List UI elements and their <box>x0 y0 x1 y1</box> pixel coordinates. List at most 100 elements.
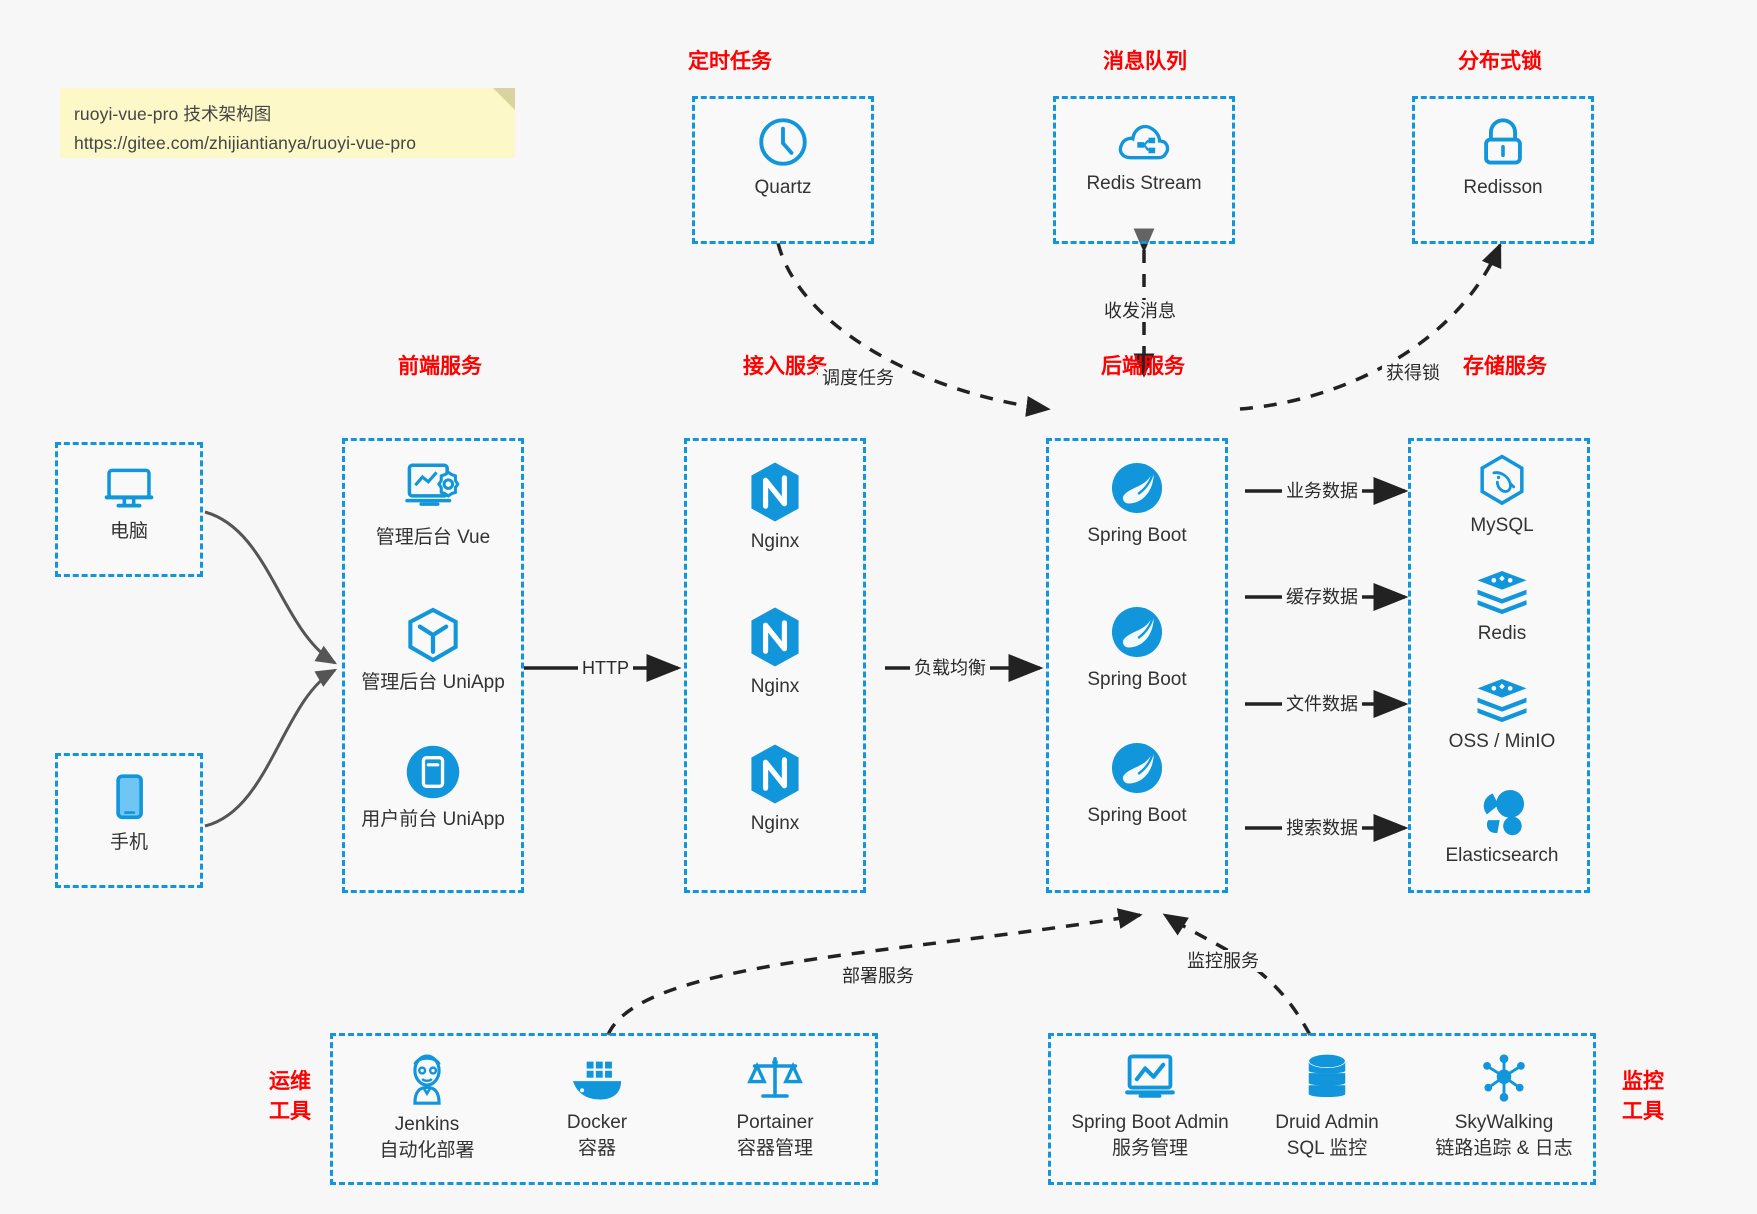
node-sublabel: SQL 监控 <box>1286 1138 1368 1159</box>
node-nginx-2[interactable]: Nginx <box>687 604 863 700</box>
node-docker[interactable]: Docker 容器 <box>517 1054 677 1162</box>
edge-label-cache-data: 缓存数据 <box>1282 586 1362 608</box>
app-window-icon <box>406 745 460 799</box>
nginx-icon <box>751 462 799 522</box>
monitoring-title-line-1: 监控 <box>1622 1069 1664 1093</box>
node-label: Druid Admin <box>1275 1112 1379 1133</box>
node-nginx-3[interactable]: Nginx <box>687 741 863 837</box>
node-sublabel: 容器 <box>577 1138 616 1159</box>
edge-label-file-data: 文件数据 <box>1282 693 1362 715</box>
node-label: Spring Boot <box>1087 805 1187 826</box>
edge-label-deploy-service: 部署服务 <box>838 965 918 987</box>
node-sublabel: 服务管理 <box>1111 1138 1188 1159</box>
node-label: 手机 <box>109 832 148 853</box>
edge-label-acquire-lock: 获得锁 <box>1382 362 1444 384</box>
node-spring-boot-admin[interactable]: Spring Boot Admin 服务管理 <box>1047 1050 1253 1162</box>
note-fold-corner <box>493 88 515 110</box>
node-spring-boot-2[interactable]: Spring Boot <box>1037 601 1237 693</box>
node-label: Jenkins <box>394 1114 460 1135</box>
edge-label-load-balance: 负载均衡 <box>910 657 990 679</box>
group-title-frontend: 前端服务 <box>398 354 482 378</box>
node-label: SkyWalking <box>1454 1112 1554 1133</box>
group-title-gateway: 接入服务 <box>743 354 827 378</box>
node-elasticsearch[interactable]: Elasticsearch <box>1399 785 1605 869</box>
group-box-storage: MySQL Redis OSS / MinIO <box>1408 438 1590 893</box>
docker-whale-icon <box>572 1061 622 1100</box>
group-title-message-queue: 消息队列 <box>1103 49 1187 73</box>
edge-label-search-data: 搜索数据 <box>1282 817 1362 839</box>
group-title-storage: 存储服务 <box>1463 354 1547 378</box>
redis-stack-icon <box>1477 679 1527 723</box>
node-spring-boot-1[interactable]: Spring Boot <box>1037 457 1237 549</box>
nginx-icon <box>751 607 799 667</box>
group-box-gateway: Nginx Nginx Nginx <box>684 438 866 893</box>
node-label: Portainer <box>736 1112 814 1133</box>
node-quartz[interactable]: Quartz <box>695 113 871 201</box>
node-redis[interactable]: Redis <box>1399 567 1605 647</box>
group-box-frontend: 管理后台 Vue 管理后台 UniApp 用户前台 UniApp <box>342 438 524 893</box>
group-title-monitoring: 监控 工具 <box>1608 1066 1678 1126</box>
note-url: https://gitee.com/zhijiantianya/ruoyi-vu… <box>74 133 417 153</box>
node-label: 电脑 <box>109 521 148 542</box>
node-redis-stream[interactable]: Redis Stream <box>1056 115 1232 197</box>
node-user-uniapp[interactable]: 用户前台 UniApp <box>325 741 541 833</box>
node-sublabel: 链路追踪 & 日志 <box>1435 1138 1573 1159</box>
node-label: Redis Stream <box>1086 173 1202 194</box>
node-druid-admin[interactable]: Druid Admin SQL 监控 <box>1239 1050 1415 1162</box>
spring-leaf-icon <box>1111 742 1163 794</box>
node-label: MySQL <box>1470 515 1534 536</box>
node-nginx-1[interactable]: Nginx <box>687 459 863 555</box>
spring-leaf-icon <box>1111 462 1163 514</box>
node-label: 管理后台 Vue <box>375 527 491 548</box>
node-label: Nginx <box>750 531 800 552</box>
mysql-dolphin-icon <box>1480 454 1524 506</box>
node-label: Spring Boot <box>1087 525 1187 546</box>
node-label: Docker <box>566 1112 628 1133</box>
clock-icon <box>759 118 807 166</box>
node-portainer[interactable]: Portainer 容器管理 <box>685 1050 865 1162</box>
cube-icon <box>408 607 458 663</box>
group-title-devops: 运维 工具 <box>255 1066 325 1126</box>
group-title-distributed-lock: 分布式锁 <box>1458 49 1542 73</box>
cloud-stream-icon <box>1118 124 1170 160</box>
group-box-distributed-lock: Redisson <box>1412 96 1594 244</box>
edge-label-business-data: 业务数据 <box>1282 480 1362 502</box>
node-label: 用户前台 UniApp <box>361 809 505 830</box>
sticky-note: ruoyi-vue-pro 技术架构图 https://gitee.com/zh… <box>60 88 515 158</box>
group-title-backend: 后端服务 <box>1101 354 1185 378</box>
monitoring-title-line-2: 工具 <box>1622 1099 1664 1123</box>
nginx-icon <box>751 744 799 804</box>
node-desktop[interactable]: 电脑 <box>58 461 200 545</box>
node-admin-uniapp[interactable]: 管理后台 UniApp <box>325 604 541 696</box>
node-mobile[interactable]: 手机 <box>58 770 200 856</box>
node-spring-boot-3[interactable]: Spring Boot <box>1037 737 1237 829</box>
dashboard-settings-icon <box>405 463 460 506</box>
group-box-devops: Jenkins 自动化部署 Docker 容器 <box>330 1033 878 1185</box>
node-label: Spring Boot <box>1087 669 1187 690</box>
node-skywalking[interactable]: SkyWalking 链路追踪 & 日志 <box>1399 1050 1609 1162</box>
spring-leaf-icon <box>1111 606 1163 658</box>
node-admin-vue[interactable]: 管理后台 Vue <box>325 459 541 551</box>
elasticsearch-icon <box>1483 789 1525 836</box>
group-box-message-queue: Redis Stream <box>1053 96 1235 244</box>
scales-icon <box>747 1057 803 1098</box>
mobile-icon <box>116 774 143 820</box>
monitor-chart-icon <box>1125 1054 1175 1098</box>
node-jenkins[interactable]: Jenkins 自动化部署 <box>347 1050 507 1164</box>
node-redisson[interactable]: Redisson <box>1415 113 1591 201</box>
node-oss-minio[interactable]: OSS / MinIO <box>1399 675 1605 755</box>
node-label: Redisson <box>1463 177 1543 198</box>
edge-label-monitor-service: 监控服务 <box>1183 950 1263 972</box>
devops-title-line-1: 运维 <box>269 1069 311 1093</box>
node-label: Spring Boot Admin <box>1071 1112 1229 1133</box>
edge-label-send-receive-message: 收发消息 <box>1100 300 1180 322</box>
node-mysql[interactable]: MySQL <box>1399 453 1605 539</box>
node-label: Redis <box>1477 623 1527 644</box>
devops-title-line-2: 工具 <box>269 1099 311 1123</box>
node-label: Nginx <box>750 813 800 834</box>
desktop-icon <box>104 468 154 508</box>
group-box-client-desktop: 电脑 <box>55 442 203 577</box>
group-box-client-mobile: 手机 <box>55 753 203 888</box>
node-sublabel: 容器管理 <box>736 1138 813 1159</box>
